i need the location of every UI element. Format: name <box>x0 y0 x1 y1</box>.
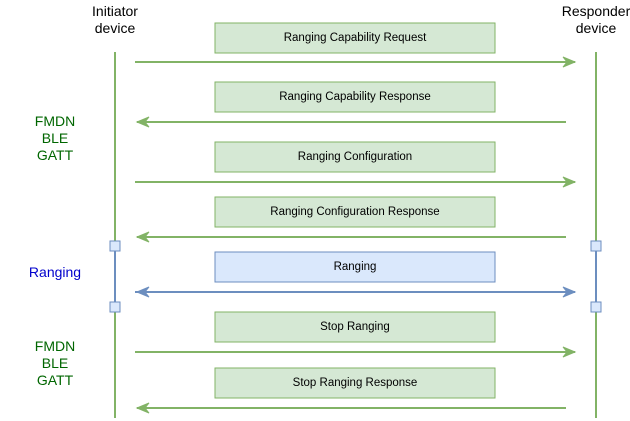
arrowhead-icon <box>562 346 577 358</box>
phase-label: GATT <box>37 372 74 388</box>
message-label: Ranging <box>334 261 377 273</box>
arrowhead-icon <box>562 56 577 68</box>
arrowhead-icon <box>135 116 150 128</box>
responder-lifeline-activation-marker <box>590 301 602 313</box>
arrowhead-icon <box>135 231 150 243</box>
phase-label: GATT <box>37 147 74 163</box>
arrowhead-icon <box>562 176 577 188</box>
responder-lifeline-activation-marker <box>590 240 602 252</box>
message-box <box>214 22 496 54</box>
message-box <box>214 367 496 399</box>
message: Stop Ranging Response <box>135 367 566 414</box>
phase-label: Ranging <box>29 264 81 280</box>
message-label: Ranging Capability Response <box>279 91 431 103</box>
responder-label: device <box>576 20 617 36</box>
message-label: Stop Ranging Response <box>293 377 418 389</box>
message-box <box>214 81 496 113</box>
initiator-lifeline-activation-marker <box>109 301 121 313</box>
message: Ranging Configuration <box>135 141 577 188</box>
responder-label: Responder <box>562 3 630 19</box>
arrowhead-icon <box>562 286 577 298</box>
phase-label: FMDN <box>35 338 75 354</box>
message-box <box>214 196 496 228</box>
phase-label: FMDN <box>35 113 75 129</box>
arrowhead-icon <box>135 286 150 298</box>
phase-label: BLE <box>42 355 68 371</box>
arrowhead-icon <box>135 402 150 414</box>
initiator-label: Initiator <box>92 3 138 19</box>
initiator-lifeline-activation-marker <box>109 240 121 252</box>
message-box <box>214 141 496 173</box>
message-label: Ranging Capability Request <box>284 32 427 44</box>
message-label: Ranging Configuration <box>298 151 412 163</box>
message-box <box>214 311 496 343</box>
phase-label: BLE <box>42 130 68 146</box>
initiator-label: device <box>95 20 136 36</box>
message: Ranging Capability Response <box>135 81 566 128</box>
message: Ranging <box>135 251 577 298</box>
message-box <box>214 251 496 283</box>
message-label: Ranging Configuration Response <box>270 206 439 218</box>
message: Stop Ranging <box>135 311 577 358</box>
message: Ranging Capability Request <box>135 22 577 68</box>
message-label: Stop Ranging <box>320 321 390 333</box>
message: Ranging Configuration Response <box>135 196 566 243</box>
